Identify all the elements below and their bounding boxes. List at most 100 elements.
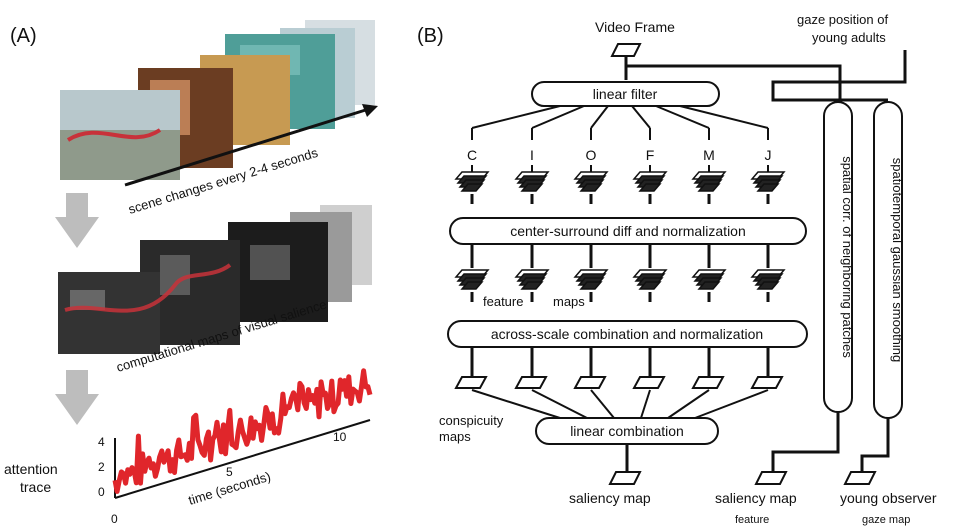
trace-x-axis	[114, 419, 371, 499]
feature-row2-pyramid-5	[750, 269, 786, 302]
feature-row1-layer-4-3	[697, 183, 721, 192]
conspicuity-map-5	[750, 376, 784, 389]
feature-row1-pyramid-5	[750, 171, 786, 204]
fanout-line-0	[471, 105, 561, 129]
wire-to-gaze-map	[860, 418, 890, 472]
x-tick-10: 10	[333, 430, 347, 444]
feature-row2-pyramid-4	[691, 269, 727, 302]
feature-row2-layer-1-3	[520, 281, 544, 290]
channel-5: J	[765, 147, 772, 163]
saliency-gaze-path	[64, 263, 232, 313]
maps-label: maps	[553, 294, 585, 309]
wire-gaze	[771, 50, 907, 102]
attention-trace-line	[112, 368, 373, 494]
feature-label: feature	[483, 294, 523, 309]
feature-row2-layer-0-3	[460, 281, 484, 290]
conspicuity-map-0	[454, 376, 488, 389]
channel-2: O	[586, 147, 597, 163]
scene-gaze-path	[66, 128, 162, 142]
linear-combination-label: linear combination	[570, 423, 684, 439]
feature-row2-layer-3-3	[638, 281, 662, 290]
feature-row1-layer-2-3	[579, 183, 603, 192]
feature-row2-layer-4-3	[697, 281, 721, 290]
attention-trace-plot: 4 2 0 0 5 10 time (seconds)	[98, 368, 373, 526]
saliency-map-icon	[608, 471, 642, 485]
across-scale-label: across-scale combination and normalizati…	[491, 326, 763, 342]
wire-to-feature-saliency	[771, 412, 840, 472]
center-surround-label: center-surround diff and normalization	[510, 223, 746, 239]
saliency-frame-dark-1	[58, 272, 160, 354]
feature-row2-pyramid-2	[573, 269, 609, 302]
channel-3: F	[646, 147, 655, 163]
converge-line-1	[531, 389, 588, 419]
saliency-frame-dark-1-blob	[70, 290, 105, 310]
video-frame-icon	[610, 43, 642, 57]
conspicuity-map-3	[632, 376, 666, 389]
conspicuity-map-4	[691, 376, 725, 389]
feature-row1-layer-5-3	[756, 183, 780, 192]
converge-line-4	[667, 389, 710, 419]
converge-line-5	[694, 389, 769, 419]
trace-label-line2: trace	[20, 479, 51, 495]
linear-filter-label: linear filter	[593, 86, 658, 102]
feature-pyramids-row2	[454, 244, 786, 302]
feature-row1-layer-0-3	[460, 183, 484, 192]
spatiotemporal-label: spatiotemporal gaussian smoothing	[890, 158, 905, 363]
feature-row2-pyramid-0	[454, 269, 490, 302]
converge-line-3	[640, 389, 651, 419]
fanout-line-1	[531, 105, 585, 129]
young-observer-label: young observer	[840, 490, 937, 506]
feature-row1-pyramid-3	[632, 171, 668, 204]
scene-frame-landscape-sky	[60, 90, 180, 130]
channel-1: I	[530, 147, 534, 163]
feature-pyramids-row1	[454, 165, 786, 204]
feature-row1-layer-1-3	[520, 183, 544, 192]
feature-row1-layer-3-3	[638, 183, 662, 192]
gaze-label-line1: gaze position of	[797, 12, 888, 27]
feature-saliency-map-icon	[754, 471, 788, 485]
channel-0: C	[467, 147, 477, 163]
feature-row2-pyramid-3	[632, 269, 668, 302]
feature-sub-label: feature	[735, 514, 769, 526]
feature-row1-pyramid-1	[514, 171, 550, 204]
down-arrow-1-shaft	[66, 193, 88, 218]
across-scale-box	[447, 320, 808, 348]
video-frame-label: Video Frame	[595, 19, 675, 35]
filter-fanout	[471, 105, 769, 140]
center-surround-box	[449, 217, 807, 245]
conspicuity-map-1	[514, 376, 548, 389]
converge-line-2	[590, 389, 615, 419]
spatial-corr-label: spatial corr. of neighboring patches	[840, 156, 855, 358]
conspicuity-map-2	[573, 376, 607, 389]
feature-row1-pyramid-0	[454, 171, 490, 204]
panel-a-label: (A)	[10, 25, 37, 47]
feature-row2-layer-5-3	[756, 281, 780, 290]
converge-line-0	[471, 389, 561, 419]
conspicuity-converge-lines	[471, 389, 769, 419]
gaze-label-line2: young adults	[812, 30, 886, 45]
scene-time-arrow	[124, 106, 373, 187]
fanout-line-5	[679, 105, 769, 129]
fanout-line-3	[631, 105, 651, 129]
y-tick-4: 4	[98, 435, 105, 449]
saliency-map-label: saliency map	[569, 490, 651, 506]
fanout-line-4	[655, 105, 710, 129]
gaze-map-icon	[843, 471, 877, 485]
fanout-line-2	[590, 105, 609, 129]
saliency-frame-stack	[58, 205, 372, 354]
scene-frame-stack	[60, 20, 375, 180]
conspicuity-maps-row	[454, 347, 784, 389]
conspicuity-label-line1: conspicuity	[439, 413, 504, 428]
saliency-frame-dark-2-blob	[160, 255, 190, 295]
trace-label-line1: attention	[4, 461, 58, 477]
down-arrow-1-head	[55, 217, 99, 248]
y-tick-2: 2	[98, 460, 105, 474]
gaze-map-label: gaze map	[862, 514, 910, 526]
y-tick-0: 0	[98, 485, 105, 499]
x-tick-0: 0	[111, 512, 118, 526]
conspicuity-label-line2: maps	[439, 429, 471, 444]
feature-row1-pyramid-2	[573, 171, 609, 204]
